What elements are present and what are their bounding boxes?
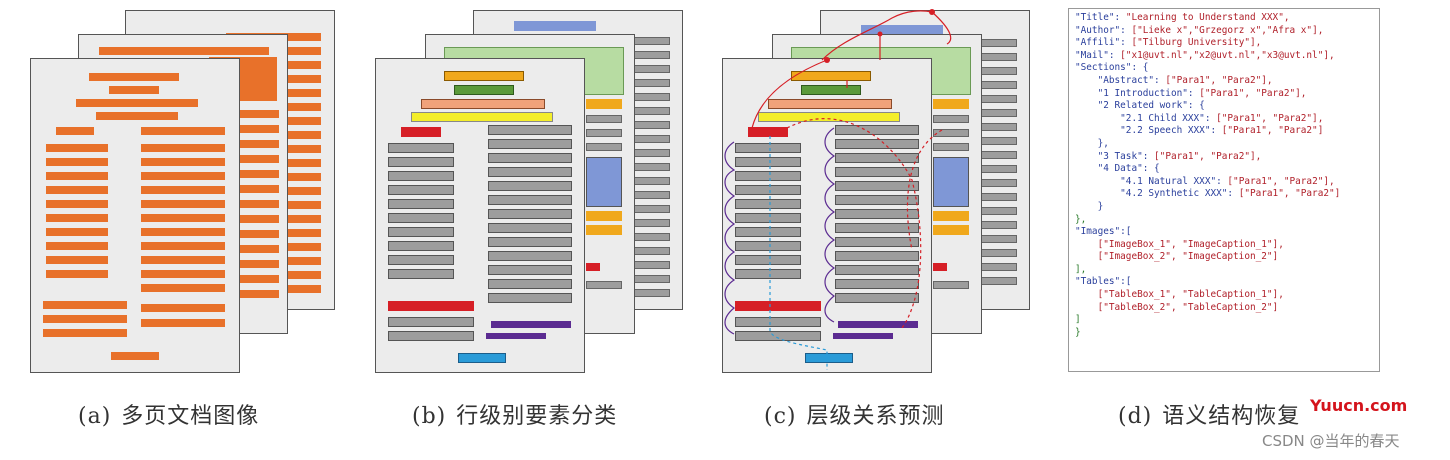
json-line: "Abstract": ["Para1", "Para2"], xyxy=(1075,75,1373,88)
json-token: ["TableBox_2", "TableCaption_2"] xyxy=(1075,301,1279,313)
json-line: "2.2 Speech XXX": ["Para1", "Para2"] xyxy=(1075,125,1373,138)
panel-b-line-classification xyxy=(345,0,683,380)
json-token: "Images":[ xyxy=(1075,226,1132,238)
json-token: ["Para1", "Para2"], xyxy=(1216,112,1324,124)
json-line: "4 Data": { xyxy=(1075,163,1373,176)
json-line: "2.1 Child XXX": ["Para1", "Para2"], xyxy=(1075,113,1373,126)
json-line: ["ImageBox_1", "ImageCaption_1"], xyxy=(1075,239,1373,252)
json-token: "Author": xyxy=(1075,24,1132,36)
json-line: "1 Introduction": ["Para1", "Para2"], xyxy=(1075,88,1373,101)
json-token: ["TableBox_1", "TableCaption_1"], xyxy=(1075,289,1284,301)
json-token: "2.1 Child XXX": xyxy=(1075,112,1217,124)
json-token: ["x1@uvt.nl","x2@uvt.nl","x3@uvt.nl"], xyxy=(1120,49,1335,61)
json-line: "Sections": { xyxy=(1075,62,1373,75)
semantic-structure-json: "Title": "Learning to Understand XXX","A… xyxy=(1068,8,1380,372)
json-token: "4.1 Natural XXX": xyxy=(1075,175,1228,187)
json-token: ["Para1", "Para2"] xyxy=(1238,188,1341,200)
json-line: ["TableBox_1", "TableCaption_1"], xyxy=(1075,289,1373,302)
json-token: "4 Data": { xyxy=(1075,163,1160,175)
json-token: "Abstract": xyxy=(1075,74,1166,86)
json-token: "Affili": xyxy=(1075,37,1132,49)
json-token: } xyxy=(1075,326,1081,338)
json-token: ["Para1", "Para2"], xyxy=(1199,87,1307,99)
json-token: } xyxy=(1075,200,1104,212)
json-token: "1 Introduction": xyxy=(1075,87,1200,99)
json-token: ["Lieke x","Grzegorz x","Afra x"], xyxy=(1131,24,1324,36)
panel-c-hierarchy-prediction xyxy=(692,0,1030,380)
json-line: "2 Related work": { xyxy=(1075,100,1373,113)
page-front xyxy=(375,58,585,373)
json-token: ["ImageBox_1", "ImageCaption_1"], xyxy=(1075,238,1284,250)
json-token: ["Tilburg University"], xyxy=(1131,37,1262,49)
json-line: }, xyxy=(1075,214,1373,227)
json-token: "Mail": xyxy=(1075,49,1121,61)
json-line: "3 Task": ["Para1", "Para2"], xyxy=(1075,151,1373,164)
json-token: "3 Task": xyxy=(1075,150,1155,162)
json-line: ] xyxy=(1075,314,1373,327)
json-line: "Title": "Learning to Understand XXX", xyxy=(1075,12,1373,25)
json-line: "Mail": ["x1@uvt.nl","x2@uvt.nl","x3@uvt… xyxy=(1075,50,1373,63)
json-token: ["ImageBox_2", "ImageCaption_2"] xyxy=(1075,251,1279,263)
json-token: ["Para1", "Para2"] xyxy=(1221,125,1324,137)
json-token: "4.2 Synthetic XXX": xyxy=(1075,188,1239,200)
watermark-credit: CSDN @当年的春天 xyxy=(1262,432,1400,450)
json-line: }, xyxy=(1075,138,1373,151)
json-token: }, xyxy=(1075,137,1109,149)
json-line: } xyxy=(1075,201,1373,214)
json-token: ], xyxy=(1075,263,1087,275)
json-line: "4.2 Synthetic XXX": ["Para1", "Para2"] xyxy=(1075,188,1373,201)
json-token: "Title": xyxy=(1075,12,1126,23)
json-line: "Affili": ["Tilburg University"], xyxy=(1075,37,1373,50)
watermark-site: Yuucn.com xyxy=(1310,396,1408,415)
json-token: ["Para1", "Para2"], xyxy=(1165,74,1273,86)
json-line: } xyxy=(1075,327,1373,340)
json-line: "4.1 Natural XXX": ["Para1", "Para2"], xyxy=(1075,176,1373,189)
caption-d: (d)语义结构恢复 xyxy=(1118,404,1301,429)
panel-a-document-pages xyxy=(0,0,335,380)
json-line: "Tables":[ xyxy=(1075,276,1373,289)
json-line: ["ImageBox_2", "ImageCaption_2"] xyxy=(1075,251,1373,264)
json-line: "Images":[ xyxy=(1075,226,1373,239)
json-token: "2 Related work": { xyxy=(1075,100,1205,112)
json-token: "Learning to Understand XXX", xyxy=(1125,12,1290,23)
json-token: "Tables":[ xyxy=(1075,276,1132,288)
json-token: ] xyxy=(1075,314,1081,326)
json-token: ["Para1", "Para2"], xyxy=(1227,175,1335,187)
caption-a: (a)多页文档图像 xyxy=(78,404,260,429)
json-token: "Sections": { xyxy=(1075,62,1149,74)
json-line: ["TableBox_2", "TableCaption_2"] xyxy=(1075,302,1373,315)
page-front xyxy=(722,58,932,373)
json-token: }, xyxy=(1075,213,1087,225)
caption-c: (c)层级关系预测 xyxy=(764,404,945,429)
page-front xyxy=(30,58,240,373)
json-token: "2.2 Speech XXX": xyxy=(1075,125,1222,137)
json-token: ["Para1", "Para2"], xyxy=(1154,150,1262,162)
json-line: "Author": ["Lieke x","Grzegorz x","Afra … xyxy=(1075,25,1373,38)
relation-arrows xyxy=(724,9,952,370)
json-line: ], xyxy=(1075,264,1373,277)
caption-b: (b)行级别要素分类 xyxy=(412,404,618,429)
